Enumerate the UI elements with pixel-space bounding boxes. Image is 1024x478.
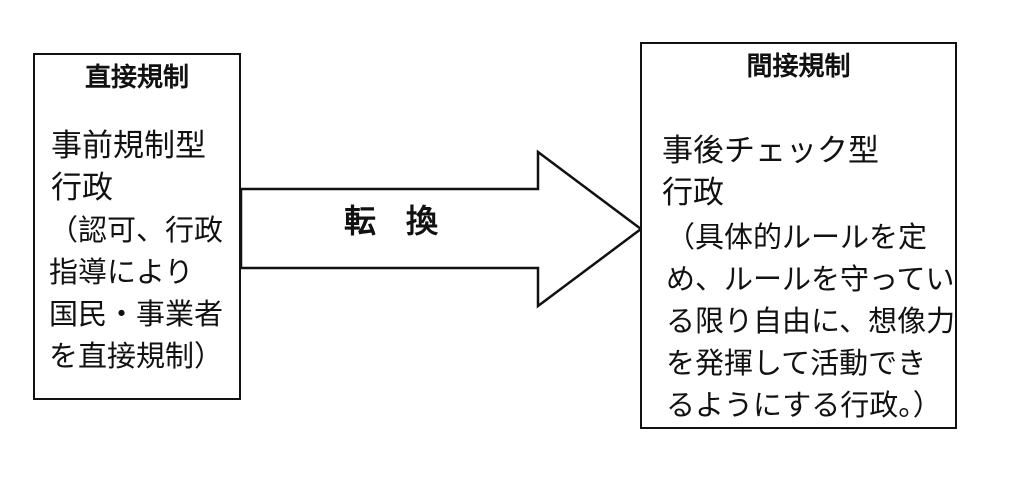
arrow-shape (239, 149, 644, 309)
direct-regulation-description-line: 指導により (49, 255, 194, 289)
direct-regulation-main-line: 事前規制型 (51, 128, 206, 164)
indirect-regulation-title: 間接規制 (746, 52, 851, 82)
indirect-regulation-description-line: る限り自由に、想像力 (666, 304, 956, 338)
indirect-regulation-description-line: め、ルールを守ってい (666, 262, 955, 296)
conversion-label: 転換 (344, 202, 469, 240)
direct-regulation-title: 直接規制 (84, 63, 189, 93)
direct-regulation-description-line: 国民・事業者 (49, 297, 224, 331)
indirect-regulation-description-line: を発揮して活動でき (666, 346, 927, 380)
direct-regulation-description-line: を直接規制） (49, 339, 224, 373)
indirect-regulation-description-line: （具体的ルールを定 (666, 220, 928, 254)
indirect-regulation-box: 間接規制 事後チェック型 行政 （具体的ルールを定 め、ルールを守ってい る限り… (640, 42, 957, 429)
indirect-regulation-main-text: 事後チェック型 行政 (662, 130, 879, 214)
direct-regulation-description-line: （認可、行政 (49, 213, 224, 247)
direct-regulation-main-line: 行政 (51, 170, 113, 206)
direct-regulation-description: （認可、行政 指導により 国民・事業者 を直接規制） (49, 209, 223, 377)
direct-regulation-box: 直接規制 事前規制型 行政 （認可、行政 指導により 国民・事業者 を直接規制） (33, 53, 241, 400)
direct-regulation-main-text: 事前規制型 行政 (51, 125, 206, 209)
indirect-regulation-description-line: るようにする行政。） (666, 388, 942, 422)
indirect-regulation-main-line: 行政 (662, 175, 724, 211)
indirect-regulation-main-line: 事後チェック型 (662, 133, 879, 169)
indirect-regulation-description: （具体的ルールを定 め、ルールを守ってい る限り自由に、想像力 を発揮して活動で… (666, 216, 955, 426)
